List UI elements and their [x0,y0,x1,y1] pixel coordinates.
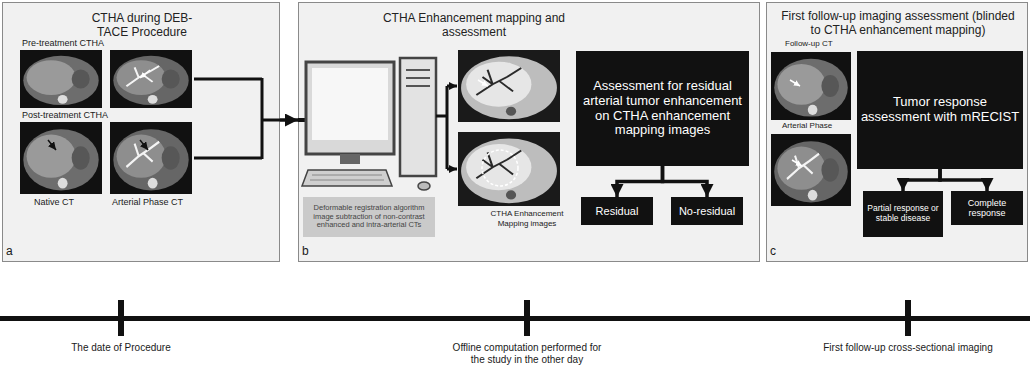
timeline-bar [0,316,1030,321]
text-label: First follow-up cross-sectional imaging [808,342,1008,354]
keyboard [302,170,392,186]
process-box: Complete response [951,191,1023,225]
ct-image [20,122,102,194]
flow-arrow [940,169,987,191]
flow-arrow [663,166,708,197]
ct-image [110,50,192,108]
pointer-arrow [790,80,800,86]
process-box: No-residual [671,197,743,225]
text-label: Post-treatment CTHA [22,110,108,121]
box-text: Deformable registration algorithm image … [306,204,432,230]
tower [400,58,436,176]
panel-title: CTHA during DEB-TACE Procedure [82,11,202,40]
timeline-tick [524,300,530,336]
timeline-tick [118,300,124,336]
timeline [0,300,1030,336]
text-label: Arterial Phase [782,121,832,131]
mapping-images [458,50,560,206]
process-box: Deformable registration algorithm image … [303,197,435,237]
text-label: b [302,244,309,258]
ct-image [20,50,102,108]
text-label: Native CT [34,197,74,208]
ct-images [20,50,192,194]
monitor [306,62,394,154]
ct-image [771,134,851,206]
mouse [418,182,430,190]
box-text: No-residual [679,205,735,218]
split-arrow [447,168,457,171]
computer-illustration [302,58,436,190]
flow-arrow [280,118,298,122]
text-label: Pre-treatment CTHA [22,38,104,49]
pointer-arrow [140,70,150,78]
panel-title: First follow-up imaging assessment (blin… [775,9,1021,38]
text-label: Arterial Phase CT [112,197,183,208]
text-label: The date of Procedure [41,342,201,354]
split-arrow [447,85,457,88]
process-box: Tumor response assessment with mRECIST [857,51,1023,169]
box-text: Tumor response assessment with mRECIST [860,95,1020,125]
pointer-arrow [478,80,488,86]
monitor-stand [340,154,360,164]
text-label: Offline computation performed for the st… [447,342,607,366]
flow-arrow [617,166,663,197]
merge-bracket [194,78,280,159]
flow-arrow [903,169,940,191]
box-text: Complete response [954,198,1020,219]
box-text: Residual [596,205,639,218]
keyboard-keys [310,175,384,180]
pointer-arrow [792,160,802,166]
process-box: Partial response or stable disease [863,191,943,237]
text-label: CTHA Enhancement Mapping images [482,209,572,228]
drive-bays [406,70,430,86]
ct-image [771,52,851,120]
box-text: Assessment for residual arterial tumor e… [579,79,746,139]
dashed-circle [482,150,518,186]
process-box: Assessment for residual arterial tumor e… [576,51,749,166]
text-label: c [770,244,776,258]
split-line [436,86,447,169]
mapping-image [458,132,560,206]
box-text: Partial response or stable disease [866,204,940,224]
text-label: Follow-up CT [785,39,833,49]
panel-title: CTHA Enhancement mapping and assessment [369,11,579,40]
ct-image [110,122,192,194]
process-box: Residual [581,197,653,225]
timeline-tick [905,300,911,336]
text-label: a [6,244,13,258]
mapping-image [458,50,560,122]
screen [312,68,388,140]
follow-up-images [771,52,851,206]
pointer-arrow [140,140,148,150]
pointer-arrow [48,140,56,150]
